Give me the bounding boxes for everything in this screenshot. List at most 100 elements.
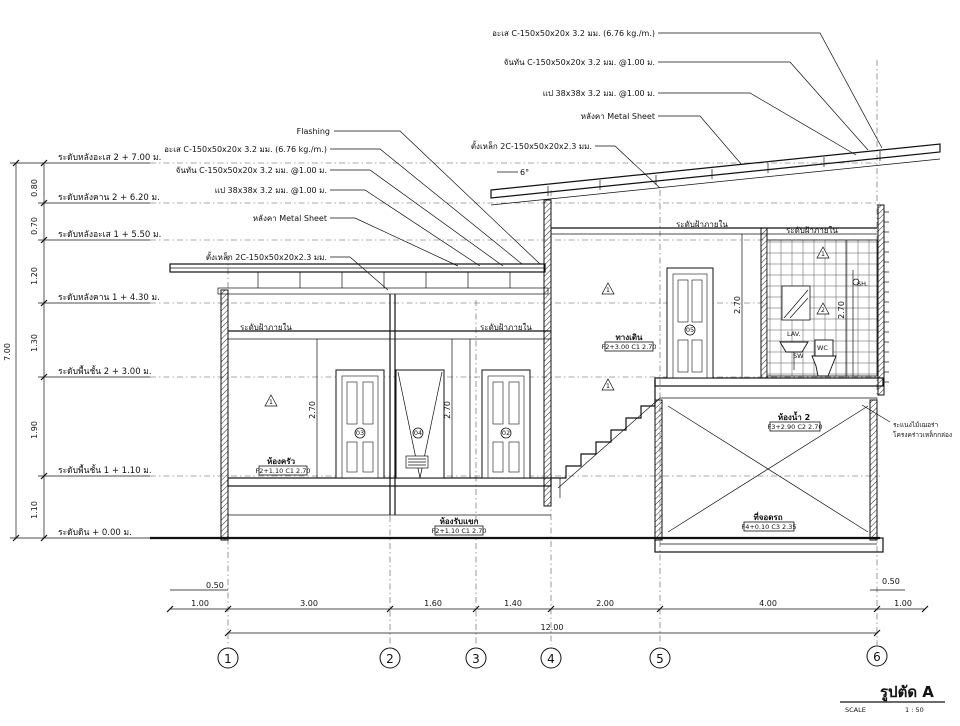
dim-4: 2.00 bbox=[596, 599, 614, 608]
callout-left-1: อะเส C-150x50x20x 3.2 มม. (6.76 kg./m.) bbox=[164, 145, 327, 154]
height-dim-3: 2.70 bbox=[837, 301, 846, 319]
vdim-total: 7.00 bbox=[3, 343, 12, 361]
callout-top-4: ตั้งเหล็ก 2C-150x50x20x2.3 มม. bbox=[471, 140, 592, 151]
grid-axis-3: 3 bbox=[472, 652, 480, 666]
door-tags: 03 04 02 05 bbox=[354, 324, 696, 439]
ceiling-label-2: ระดับฝ้าภายใน bbox=[676, 220, 728, 229]
grid-axis-5: 5 bbox=[656, 652, 664, 666]
room-bathroom-2: ห้องน้ำ 2 F3+2.90 C2 2.70 bbox=[767, 411, 823, 432]
level-6: ระดับดิน + 0.00 ม. bbox=[58, 528, 132, 538]
dim-total: 12.00 bbox=[541, 623, 564, 632]
room-corridor: ทางเดิน F2+3.00 C1 2.70 bbox=[601, 333, 657, 352]
door-tag-1: 04 bbox=[414, 429, 422, 437]
note-right-1: โครงคร่าวเหล็กกล่อง bbox=[893, 430, 952, 439]
vdim-3: 1.30 bbox=[30, 334, 39, 352]
level-0: ระดับหลังอะเส 2 + 7.00 ม. bbox=[58, 153, 161, 163]
svg-text:F2+3.00 C1 2.70: F2+3.00 C1 2.70 bbox=[601, 343, 656, 351]
fixture-lav: LAV. bbox=[787, 330, 800, 338]
height-dims: 2.70 2.70 2.70 2.70 bbox=[308, 234, 847, 478]
vdim-2: 1.20 bbox=[30, 267, 39, 285]
ceiling-labels: ระดับฝ้าภายใน ระดับฝ้าภายใน ระดับฝ้าภายใ… bbox=[240, 220, 838, 332]
svg-text:1: 1 bbox=[606, 382, 610, 390]
callout-top-1: จันทัน C-150x50x20x 3.2 มม. @1.00 ม. bbox=[504, 58, 655, 67]
svg-text:1: 1 bbox=[269, 398, 273, 406]
svg-text:F4+0.10 C3 2.35: F4+0.10 C3 2.35 bbox=[741, 523, 796, 531]
level-3: ระดับหลังคาน 1 + 4.30 ม. bbox=[58, 293, 160, 303]
level-1: ระดับหลังคาน 2 + 6.20 ม. bbox=[58, 193, 160, 203]
dim-small-0: 0.50 bbox=[206, 581, 224, 590]
scale-value: 1 : 50 bbox=[905, 706, 924, 714]
level-5: ระดับพื้นชั้น 1 + 1.10 ม. bbox=[58, 464, 152, 476]
ceiling-label-0: ระดับฝ้าภายใน bbox=[240, 323, 292, 332]
room-tags: ห้องครัว F2+1.10 C1 2.70 ห้องรับแขก F2+1… bbox=[255, 333, 823, 536]
leader-lines bbox=[330, 32, 891, 423]
fixture-labels: SH. LAV. WC SW bbox=[787, 280, 868, 360]
vdim-0: 0.80 bbox=[30, 179, 39, 197]
grid-axis-6: 6 bbox=[873, 650, 881, 664]
svg-text:ห้องน้ำ 2: ห้องน้ำ 2 bbox=[778, 411, 810, 422]
dim-3: 1.40 bbox=[504, 599, 522, 608]
grid-axis-4: 4 bbox=[547, 652, 555, 666]
svg-text:F2+1.10 C1 2.70: F2+1.10 C1 2.70 bbox=[431, 527, 486, 535]
bottom-dimensions: 0.50 0.50 1.00 3.00 1.60 1.40 2.00 4.00 … bbox=[166, 577, 929, 637]
dim-5: 4.00 bbox=[759, 599, 777, 608]
dim-6: 1.00 bbox=[894, 599, 912, 608]
vdim-4: 1.90 bbox=[30, 421, 39, 439]
room-carport: ที่จอดรถ F4+0.10 C3 2.35 bbox=[741, 511, 797, 532]
svg-text:ทางเดิน: ทางเดิน bbox=[615, 333, 643, 342]
svg-text:F3+2.90 C2 2.70: F3+2.90 C2 2.70 bbox=[767, 423, 822, 431]
callouts-left: Flashing อะเส C-150x50x20x 3.2 มม. (6.76… bbox=[164, 127, 330, 262]
scale-label: SCALE bbox=[845, 706, 866, 714]
svg-text:ห้องครัว: ห้องครัว bbox=[267, 456, 296, 466]
svg-text:1: 1 bbox=[606, 286, 610, 294]
drawing-title: รูปตัด A bbox=[880, 683, 934, 702]
title-block: รูปตัด A SCALE 1 : 50 bbox=[840, 683, 945, 714]
ceiling-label-3: ระดับฝ้าภายใน bbox=[786, 226, 838, 235]
callout-left-5: ตั้งเหล็ก 2C-150x50x20x2.3 มม. bbox=[206, 251, 327, 262]
svg-text:F2+1.10 C1 2.70: F2+1.10 C1 2.70 bbox=[255, 467, 310, 475]
callout-top-2: แป 38x38x 3.2 มม. @1.00 ม. bbox=[543, 89, 655, 98]
doors: 03 04 02 05 bbox=[335, 267, 714, 479]
callout-left-4: หลังคา Metal Sheet bbox=[253, 214, 327, 223]
room-living: ห้องรับแขก F2+1.10 C1 2.70 bbox=[431, 516, 487, 536]
level-labels: ระดับหลังอะเส 2 + 7.00 ม. ระดับหลังคาน 2… bbox=[58, 153, 161, 538]
fixture-sw: SW bbox=[793, 352, 804, 360]
door-tag-3: 05 bbox=[686, 326, 694, 334]
left-dimension-chain: 0.80 0.70 1.20 1.30 1.90 1.10 7.00 bbox=[3, 159, 150, 542]
note-right: ระแนงไม้เฌอร่า โครงคร่าวเหล็กกล่อง bbox=[893, 421, 952, 439]
level-4: ระดับพื้นชั้น 2 + 3.00 ม. bbox=[58, 365, 152, 377]
grid-axes: 1 2 3 4 5 6 bbox=[217, 645, 888, 669]
door-tag-0: 03 bbox=[356, 429, 364, 437]
fixture-sh: SH. bbox=[857, 280, 868, 288]
callout-top-0: อะเส C-150x50x20x 3.2 มม. (6.76 kg./m.) bbox=[492, 29, 655, 38]
callout-left-2: จันทัน C-150x50x20x 3.2 มม. @1.00 ม. bbox=[176, 166, 327, 175]
grid-axis-2: 2 bbox=[386, 652, 394, 666]
dim-1: 3.00 bbox=[300, 599, 318, 608]
roof-slope: 6° bbox=[497, 168, 529, 177]
callout-left-0: Flashing bbox=[297, 127, 330, 136]
callout-top-3: หลังคา Metal Sheet bbox=[581, 112, 655, 121]
section-marks: 1 2 1 1 1 bbox=[264, 246, 830, 407]
svg-text:ห้องรับแขก: ห้องรับแขก bbox=[440, 516, 479, 526]
grid-axis-1: 1 bbox=[224, 652, 232, 666]
ceiling-label-1: ระดับฝ้าภายใน bbox=[480, 323, 532, 332]
door-tag-2: 02 bbox=[502, 429, 510, 437]
height-dim-2: 2.70 bbox=[733, 296, 742, 314]
height-dim-0: 2.70 bbox=[308, 401, 317, 419]
svg-text:ที่จอดรถ: ที่จอดรถ bbox=[753, 511, 782, 522]
svg-text:1: 1 bbox=[821, 250, 825, 258]
dim-2: 1.60 bbox=[424, 599, 442, 608]
dim-0: 1.00 bbox=[191, 599, 209, 608]
height-dim-1: 2.70 bbox=[443, 401, 452, 419]
fixture-wc: WC bbox=[817, 344, 828, 352]
level-2: ระดับหลังอะเส 1 + 5.50 ม. bbox=[58, 230, 161, 240]
callout-left-3: แป 38x38x 3.2 มม. @1.00 ม. bbox=[215, 186, 327, 195]
vdim-1: 0.70 bbox=[30, 217, 39, 235]
callouts-top: อะเส C-150x50x20x 3.2 มม. (6.76 kg./m.) … bbox=[471, 29, 655, 151]
note-right-0: ระแนงไม้เฌอร่า bbox=[893, 421, 939, 429]
dim-small-1: 0.50 bbox=[882, 577, 900, 586]
room-kitchen: ห้องครัว F2+1.10 C1 2.70 bbox=[255, 456, 311, 476]
roof-slope-label: 6° bbox=[520, 168, 529, 177]
svg-text:2: 2 bbox=[821, 306, 825, 314]
